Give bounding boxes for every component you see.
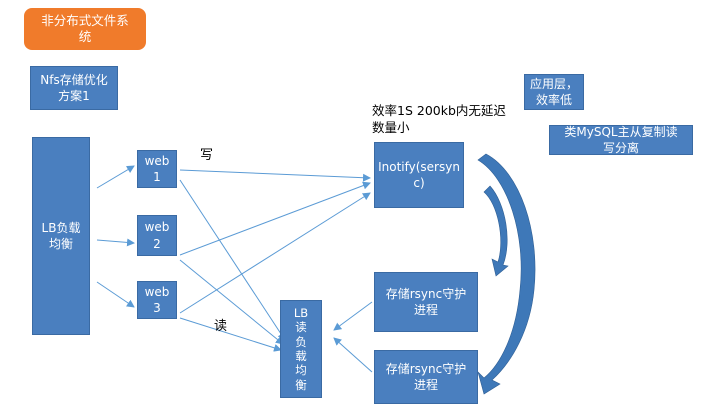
arrow-lb-to-web2 xyxy=(96,238,135,247)
web-node-3: web 3 xyxy=(137,281,177,319)
arrow-lb-to-web1 xyxy=(96,165,135,189)
arrow-web2-to-lbread xyxy=(179,259,284,345)
arrow-storage2-to-lbread xyxy=(333,337,373,373)
title-badge: 非分布式文件系 统 xyxy=(24,8,146,50)
write-label: 写 xyxy=(200,148,214,163)
storage-rsync-node-2: 存储rsync守护 进程 xyxy=(374,350,478,404)
lb-read-node: LB 读 负 载 均 衡 xyxy=(280,300,322,398)
storage-rsync-node-1: 存储rsync守护 进程 xyxy=(374,272,478,332)
arrow-storage1-to-lbread xyxy=(333,301,373,331)
lb-main-node: LB负载 均衡 xyxy=(32,137,90,335)
arrow-web1-to-lbread xyxy=(179,179,286,341)
app-layer-note: 应用层， 效率低 xyxy=(524,74,584,110)
mysql-replication-note: 类MySQL主从复制读 写分离 xyxy=(549,125,693,155)
arrow-web3-to-lbread xyxy=(179,317,282,352)
arrow-web2-to-inotify xyxy=(179,181,371,256)
read-label: 读 xyxy=(214,319,228,334)
arrow-web1-to-inotify xyxy=(179,169,371,182)
inotify-node: Inotify(sersyn c) xyxy=(374,142,464,208)
sync-curve-arrows xyxy=(477,153,536,395)
arrow-lb-to-web3 xyxy=(96,281,135,308)
efficiency-note: 效率1S 200kb内无延迟 数量小 xyxy=(372,103,506,135)
arrow-web3-to-inotify xyxy=(179,192,371,314)
nfs-plan-label: Nfs存储优化 方案1 xyxy=(30,66,118,110)
web-node-1: web 1 xyxy=(137,150,177,188)
web-node-2: web 2 xyxy=(137,215,177,256)
